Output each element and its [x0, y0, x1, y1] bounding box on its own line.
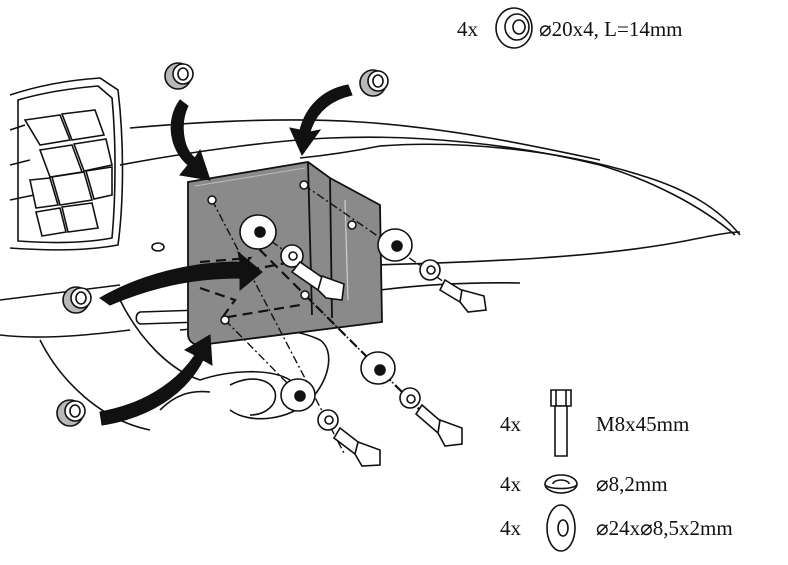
fastener-set-lower-middle [360, 351, 463, 447]
spacer-ring-icon [495, 7, 533, 49]
arrow-top-left [170, 99, 211, 181]
part-spec: ⌀20x4, L=14mm [539, 16, 683, 41]
fastener-set-upper-right [377, 228, 487, 313]
placement-arrows [99, 84, 353, 426]
part-row-bolt: 4x M8x45mm [500, 404, 689, 444]
spring-washer-icon [544, 474, 578, 494]
part-row-spacer: 4x ⌀20x4, L=14mm [457, 9, 682, 49]
part-spec: M8x45mm [596, 411, 690, 436]
bracket-holes [207, 180, 357, 325]
part-qty: 4x [500, 471, 521, 496]
bolt-in-bracket [290, 260, 345, 301]
hidden-edges [199, 237, 421, 411]
part-row-flat-washer: 4x ⌀24x⌀8,5x2mm [500, 508, 733, 548]
washers-on-plate [239, 214, 304, 268]
part-qty: 4x [457, 16, 478, 41]
spacer-parts [56, 62, 389, 427]
flat-washer-icon [546, 504, 576, 552]
arrow-top-center [289, 84, 353, 156]
hex-bolt-icon [550, 389, 572, 457]
radiator-grille [9, 77, 124, 251]
part-qty: 4x [500, 515, 521, 540]
fastener-set-lower-left [280, 378, 381, 467]
part-row-spring-washer: 4x ⌀8,2mm [500, 464, 668, 504]
part-spec: ⌀24x⌀8,5x2mm [596, 515, 733, 540]
vehicle-body [0, 119, 741, 431]
arrow-bottom-left [99, 334, 213, 426]
arrow-left-middle [99, 250, 263, 306]
part-spec: ⌀8,2mm [596, 471, 668, 496]
part-qty: 4x [500, 411, 521, 436]
